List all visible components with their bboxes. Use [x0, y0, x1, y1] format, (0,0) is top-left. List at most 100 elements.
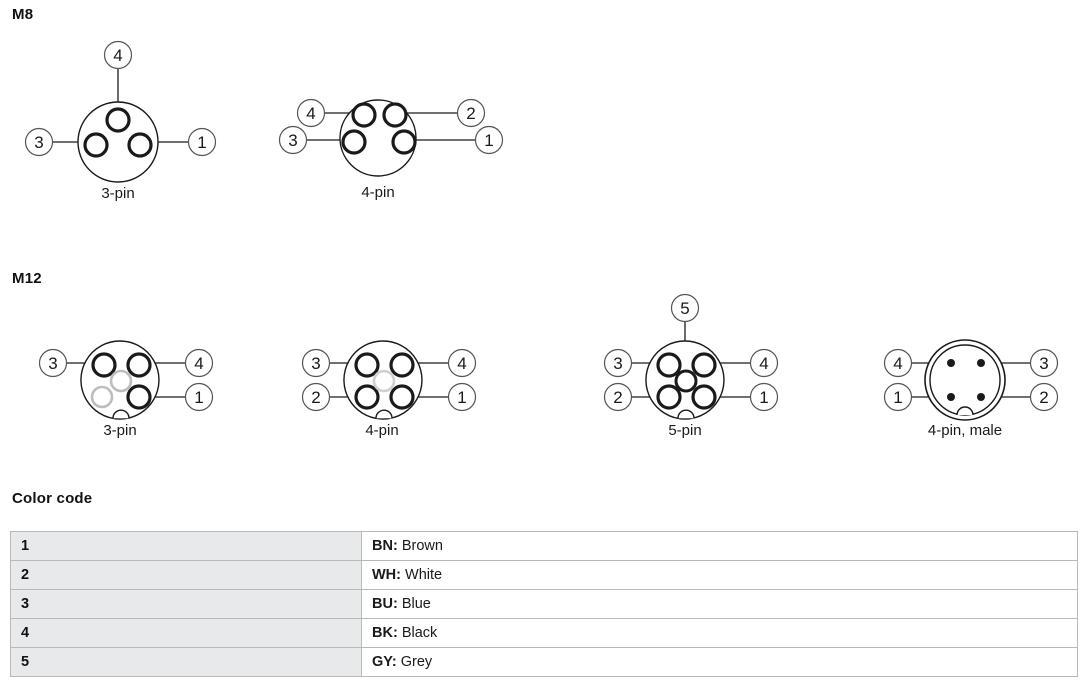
color-abbrev: GY:: [372, 654, 397, 670]
color-name-cell: BN: Brown: [361, 531, 1078, 561]
pin-number-cell: 4: [10, 618, 362, 648]
connector-m12-4pin: 3 4 2 1: [298, 325, 488, 435]
color-full-name: White: [405, 567, 443, 583]
pin-hole: [382, 102, 408, 128]
connector-m8-3pin: 4 3 1: [10, 35, 240, 185]
pin-callout-label: 3: [1039, 354, 1048, 373]
pin-callout-1: 1: [447, 382, 477, 412]
pin-callout-2: 2: [603, 382, 633, 412]
keyway-notch: [677, 409, 695, 419]
pin-callout-1: 1: [184, 382, 214, 412]
pin-callout-1: 1: [749, 382, 779, 412]
pin-callout-label: 4: [893, 354, 902, 373]
pin-callout-3: 3: [278, 125, 308, 155]
pin-callout-label: 4: [759, 354, 768, 373]
section-title-m12: M12: [12, 270, 42, 287]
keyway-notch: [112, 409, 130, 419]
pin-hole: [91, 352, 117, 378]
pin-callout-2: 2: [1029, 382, 1059, 412]
pin-callout-5: 5: [670, 293, 700, 323]
pin-callout-4: 4: [447, 348, 477, 378]
color-abbrev: BN:: [372, 538, 398, 554]
connector-m12-4pin-male: 4 3 1 2: [880, 325, 1075, 435]
pin-number-cell: 5: [10, 647, 362, 677]
keyway-notch: [375, 409, 393, 419]
pin-callout-1: 1: [474, 125, 504, 155]
pin-hole: [126, 384, 152, 410]
table-row: 4 BK: Black: [10, 618, 1078, 648]
pin-hole: [83, 132, 109, 158]
pin-callout-3: 3: [603, 348, 633, 378]
caption-m8-4pin: 4-pin: [361, 184, 395, 201]
pin-dot: [947, 359, 955, 367]
pin-callout-3: 3: [301, 348, 331, 378]
pin-hole: [351, 102, 377, 128]
connector-body: [77, 101, 159, 183]
pin-callout-4: 4: [883, 348, 913, 378]
color-full-name: Grey: [400, 654, 433, 670]
pin-hole: [691, 352, 717, 378]
caption-m8-3pin: 3-pin: [101, 185, 135, 202]
pin-callout-label: 2: [466, 104, 475, 123]
pin-callout-4: 4: [184, 348, 214, 378]
connector-body-inner: [929, 344, 1001, 416]
pin-callout-label: 4: [457, 354, 466, 373]
pin-hole: [105, 107, 131, 133]
pin-hole: [341, 129, 367, 155]
color-full-name: Blue: [401, 596, 431, 612]
connector-m12-3pin: 3 4 1: [35, 325, 225, 435]
pin-callout-3: 3: [24, 127, 54, 157]
pin-callout-label: 1: [484, 131, 493, 150]
pin-dot: [977, 393, 985, 401]
color-abbrev: WH:: [372, 567, 401, 583]
pin-callout-label: 5: [680, 299, 689, 318]
caption-m12-5pin: 5-pin: [668, 422, 702, 439]
pin-hole: [127, 132, 153, 158]
pin-callout-2: 2: [301, 382, 331, 412]
color-name-cell: GY: Grey: [361, 647, 1078, 677]
caption-m12-4pin-male: 4-pin, male: [927, 422, 1003, 439]
pin-dot: [947, 393, 955, 401]
color-code-table: 1 BN: Brown 2 WH: White 3 BU: Blue 4 BK:…: [10, 531, 1078, 677]
color-abbrev: BK:: [372, 625, 398, 641]
pin-hole-unused: [90, 385, 114, 409]
pin-number-cell: 2: [10, 560, 362, 590]
pin-callout-label: 4: [113, 46, 122, 65]
pin-number-cell: 3: [10, 589, 362, 619]
color-name-cell: BK: Black: [361, 618, 1078, 648]
keyway-bump: [956, 406, 974, 416]
pin-callout-label: 1: [457, 388, 466, 407]
section-title-m8: M8: [12, 6, 34, 23]
color-abbrev: BU:: [372, 596, 398, 612]
section-title-color-code: Color code: [12, 490, 93, 507]
pin-callout-2: 2: [456, 98, 486, 128]
pin-hole: [656, 352, 682, 378]
pin-callout-label: 1: [893, 388, 902, 407]
pin-hole-unused: [372, 369, 396, 393]
pin-callout-label: 3: [311, 354, 320, 373]
pin-callout-label: 2: [311, 388, 320, 407]
pin-hole: [354, 384, 380, 410]
table-row: 5 GY: Grey: [10, 647, 1078, 677]
connector-m8-4pin: 4 2 3 1: [278, 85, 505, 195]
pin-hole: [389, 352, 415, 378]
pin-callout-label: 2: [613, 388, 622, 407]
table-row: 3 BU: Blue: [10, 589, 1078, 619]
pin-callout-4: 4: [749, 348, 779, 378]
pin-callout-4: 4: [103, 40, 133, 70]
pin-callout-label: 2: [1039, 388, 1048, 407]
pin-callout-4: 4: [296, 98, 326, 128]
pin-callout-1: 1: [883, 382, 913, 412]
pin-hole-unused: [109, 369, 133, 393]
caption-m12-3pin: 3-pin: [103, 422, 137, 439]
pin-callout-label: 4: [306, 104, 315, 123]
color-full-name: Black: [401, 625, 438, 641]
caption-m12-4pin: 4-pin: [365, 422, 399, 439]
pin-hole: [656, 384, 682, 410]
pin-callout-3: 3: [1029, 348, 1059, 378]
pin-callout-label: 3: [34, 133, 43, 152]
table-row: 2 WH: White: [10, 560, 1078, 590]
pin-callout-label: 3: [288, 131, 297, 150]
pin-hole: [691, 384, 717, 410]
connector-m12-5pin: 5 3 4 2 1: [600, 293, 790, 435]
